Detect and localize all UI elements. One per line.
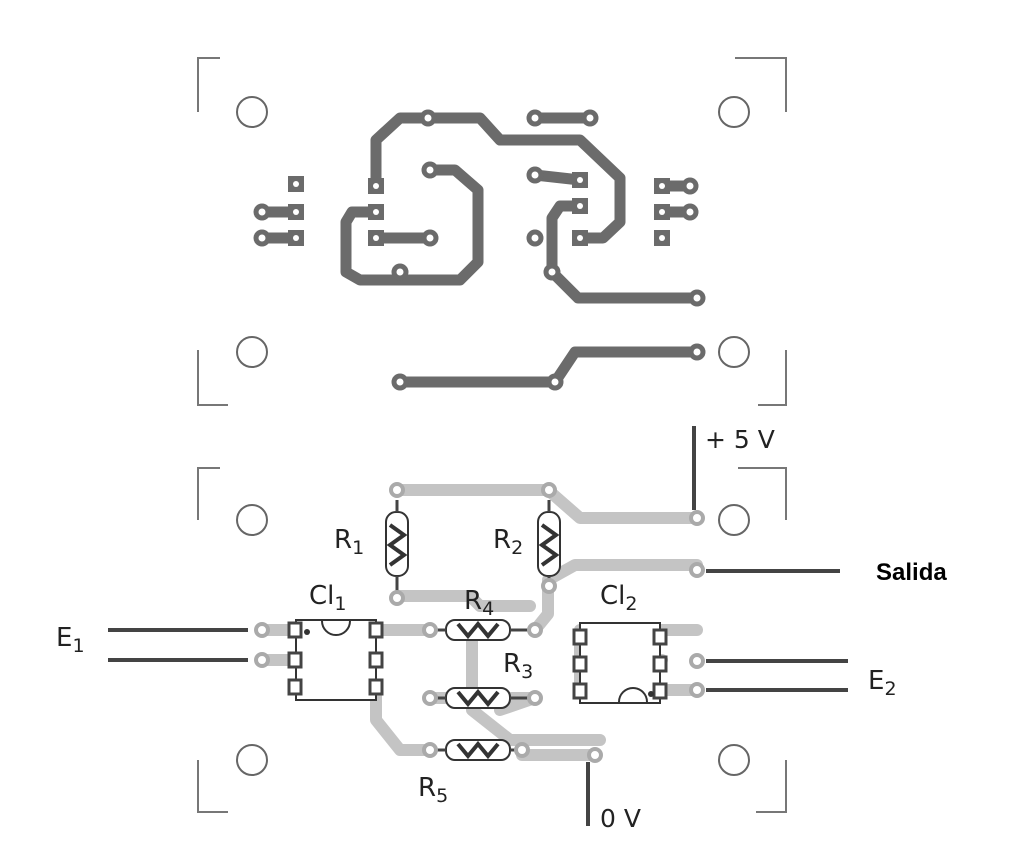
- label-r3: R3: [503, 649, 534, 683]
- label-salida: Salida: [876, 559, 947, 586]
- ic-pad-holes: [293, 177, 665, 241]
- copper-side-view: [197, 57, 787, 406]
- ic1-body: [287, 619, 384, 701]
- mounting-holes-top: [236, 96, 750, 368]
- label-r2: R2: [493, 525, 524, 559]
- label-r5: R5: [418, 773, 449, 807]
- label-ci1: Cl1: [309, 581, 347, 615]
- mounting-holes-bottom: [236, 504, 750, 776]
- ic2-body: [572, 622, 668, 704]
- label-ci2: Cl2: [600, 581, 638, 615]
- copper-traces: [256, 112, 703, 388]
- component-pads: [254, 482, 705, 763]
- resistors: [385, 511, 561, 761]
- component-side-view: [108, 426, 848, 826]
- round-pads: [253, 109, 706, 391]
- label-e1: E1: [56, 623, 85, 657]
- label-plus-5v: + 5 V: [705, 425, 775, 454]
- label-r4: R4: [464, 586, 495, 620]
- label-r1: R1: [334, 525, 365, 559]
- external-wires: [108, 426, 848, 826]
- label-e2: E2: [868, 666, 897, 700]
- board-corner-marks-bottom: [197, 467, 787, 813]
- label-0v: 0 V: [600, 804, 641, 833]
- board-corner-marks-top: [197, 57, 787, 406]
